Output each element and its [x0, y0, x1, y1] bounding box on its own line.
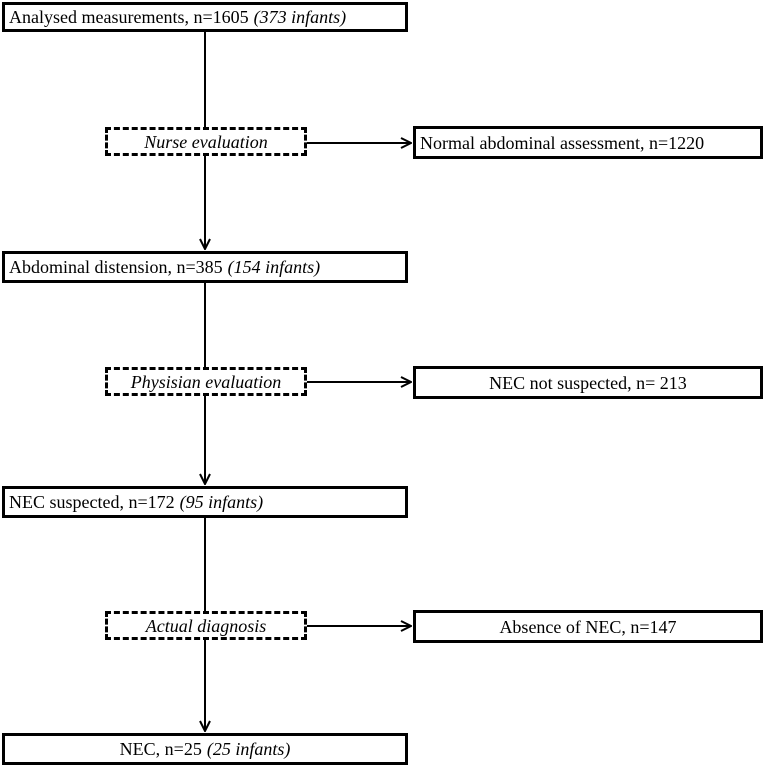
node-analysed-label: Analysed measurements, n=1605: [9, 7, 249, 27]
node-normal-abdominal-assessment: Normal abdominal assessment, n=1220: [413, 126, 763, 159]
node-normal-label: Normal abdominal assessment, n=1220: [420, 132, 705, 153]
node-suspected-infants: (95 infants): [179, 492, 264, 512]
node-absence-of-nec: Absence of NEC, n=147: [413, 610, 763, 643]
node-suspected-label: NEC suspected, n=172: [9, 492, 175, 512]
node-nurse-evaluation-label: Nurse evaluation: [144, 131, 268, 152]
node-nec-label: NEC, n=25: [119, 739, 202, 759]
node-analysed-measurements: Analysed measurements, n=1605 (373 infan…: [2, 2, 408, 32]
node-analysed-infants: (373 infants): [253, 7, 347, 27]
node-absence-label: Absence of NEC, n=147: [499, 616, 677, 637]
node-nec-infants: (25 infants): [206, 739, 291, 759]
node-physician-evaluation-label: Physisian evaluation: [130, 371, 282, 392]
node-nec-suspected: NEC suspected, n=172 (95 infants): [2, 486, 408, 518]
node-actual-diagnosis: Actual diagnosis: [105, 611, 307, 640]
node-distension-label: Abdominal distension, n=385: [9, 257, 223, 277]
node-not-suspected-label: NEC not suspected, n= 213: [489, 372, 687, 393]
node-nec: NEC, n=25 (25 infants): [2, 733, 408, 765]
node-distension-infants: (154 infants): [227, 257, 321, 277]
node-physician-evaluation: Physisian evaluation: [105, 367, 307, 396]
node-nurse-evaluation: Nurse evaluation: [105, 127, 307, 156]
node-nec-not-suspected: NEC not suspected, n= 213: [413, 366, 763, 399]
node-actual-diagnosis-label: Actual diagnosis: [145, 615, 267, 636]
node-abdominal-distension: Abdominal distension, n=385 (154 infants…: [2, 251, 408, 283]
